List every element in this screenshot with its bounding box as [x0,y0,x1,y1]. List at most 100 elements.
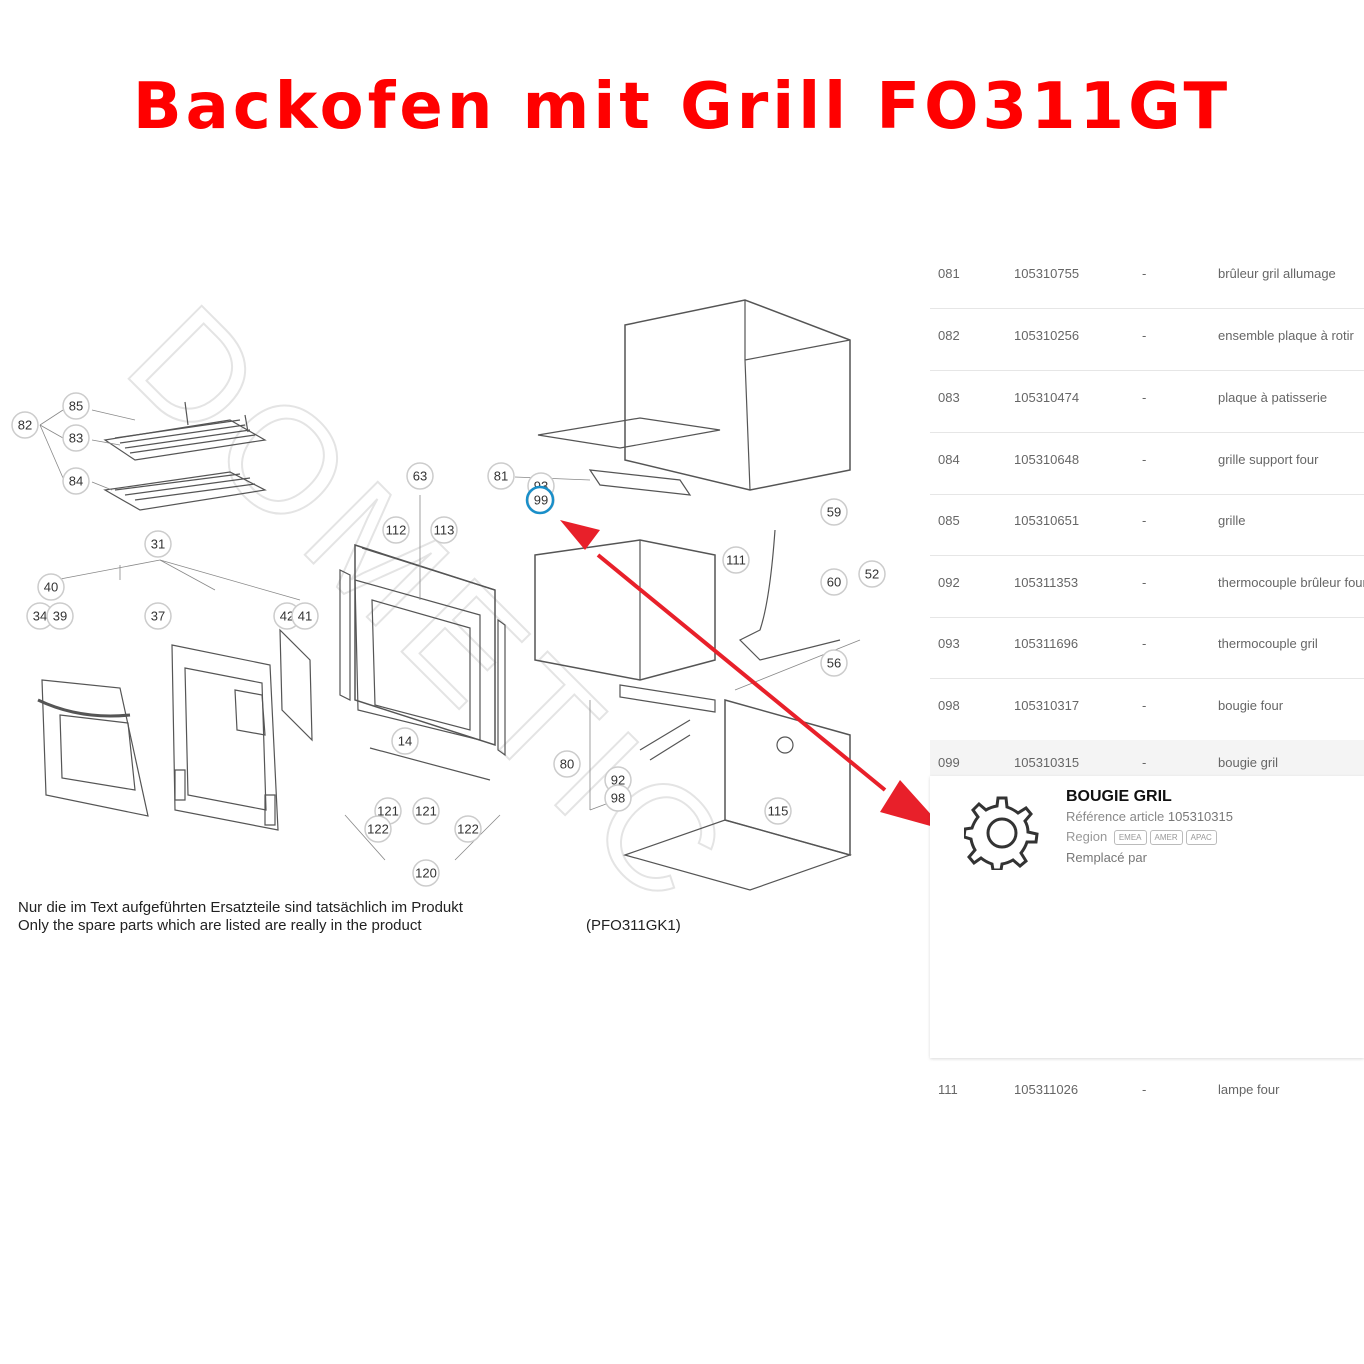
callout-label: 42 [280,609,294,624]
callout-84: 84 [62,467,90,495]
note-english: Only the spare parts which are listed ar… [18,917,422,934]
callout-63: 63 [406,462,434,490]
callout-label: 111 [726,553,746,568]
highlight-circle-99 [525,485,555,515]
callout-112: 112 [382,516,410,544]
row-dash: - [1142,513,1147,528]
detail-ref-value: 105310315 [1167,809,1233,824]
callout-98: 98 [604,784,632,812]
row-name: lampe four [1218,1082,1280,1097]
row-dash: - [1142,327,1147,343]
row-dash: - [1142,754,1147,770]
callout-121: 121 [412,797,440,825]
callout-label: 122 [457,822,479,837]
callout-label: 63 [413,469,427,484]
callout-label: 56 [827,656,841,671]
callout-label: 121 [415,804,437,819]
callout-111: 111 [722,546,750,574]
region-tag-emea: EMEA [1113,830,1147,846]
callout-34: 34 [26,602,54,630]
callout-122: 122 [364,815,392,843]
part-drawings [37,299,852,891]
row-name: bougie four [1218,697,1284,713]
row-idx: 098 [938,697,960,713]
callout-113: 113 [430,516,458,544]
callout-label: 120 [415,866,437,881]
region-tag-amer: AMER [1149,830,1183,846]
arrowhead-to-detail [880,780,930,826]
row-ref: 105310315 [1014,754,1080,770]
row-idx: 099 [938,754,960,770]
row-ref: 105310755 [1014,265,1080,281]
note-german: Nur die im Text aufgeführten Ersatzteile… [18,899,463,916]
row-ref: 105310651 [1014,513,1080,528]
row-idx: 082 [938,327,960,343]
parts-table-row[interactable]: 085 105310651 - grille [930,494,1364,556]
callout-label: 59 [827,505,841,520]
callout-115: 115 [764,797,792,825]
callout-120: 120 [412,859,440,887]
detail-region-label: Region [1066,829,1108,844]
detail-part-name: BOUGIE GRIL [1066,788,1172,805]
callout-81: 81 [487,462,515,490]
row-ref: 105311696 [1014,636,1079,651]
row-idx: 093 [938,636,960,651]
callout-label: 122 [367,822,389,837]
callout-56: 56 [820,649,848,677]
callout-label: 82 [18,418,32,433]
callout-label: 31 [151,537,165,552]
row-name: bougie gril [1218,754,1278,770]
row-dash: - [1142,574,1147,590]
red-arrows [560,520,930,826]
row-ref: 105310474 [1014,389,1080,405]
callout-59: 59 [820,498,848,526]
model-code: (PFO311GK1) [586,917,681,934]
callout-label: 52 [865,567,879,582]
row-dash: - [1142,697,1147,713]
row-name: plaque à patisserie [1218,389,1328,405]
callout-label: 84 [69,474,83,489]
row-name: thermocouple brûleur four [1218,574,1364,590]
row-idx: 084 [938,451,960,467]
region-tag-apac: APAC [1185,830,1217,846]
row-idx: 081 [938,265,960,281]
detail-ref-label: Référence article [1066,809,1165,824]
row-ref: 105310648 [1014,451,1080,467]
callout-label: 99 [534,493,548,508]
callout-82: 82 [11,411,39,439]
row-name: grille [1218,513,1246,528]
callout-label: 39 [53,609,67,624]
page-title: Backofen mit Grill FO311GT [132,70,1232,144]
callout-label: 14 [398,734,412,749]
row-idx: 085 [938,513,960,528]
row-ref: 105311026 [1014,1082,1079,1097]
callout-39: 39 [46,602,74,630]
callout-122: 122 [454,815,482,843]
callout-label: 92 [611,773,625,788]
callout-80: 80 [553,750,581,778]
detail-reference: Référence article 105310315 [1066,809,1233,824]
row-dash: - [1142,265,1147,281]
exploded-diagram: DOMETIC [11,273,930,942]
part-detail-card: BOUGIE GRIL Référence article 105310315 … [930,776,1364,1058]
row-dash: - [1142,389,1147,405]
row-idx: 092 [938,574,960,590]
callout-83: 83 [62,424,90,452]
row-name: grille support four [1218,451,1319,467]
callout-60: 60 [820,568,848,596]
row-name: thermocouple gril [1218,636,1318,651]
parts-table-row[interactable]: 084 105310648 - grille support four [930,432,1364,495]
callout-label: 115 [768,804,789,819]
row-dash: - [1142,451,1147,467]
callout-40: 40 [37,573,65,601]
callout-14: 14 [391,727,419,755]
